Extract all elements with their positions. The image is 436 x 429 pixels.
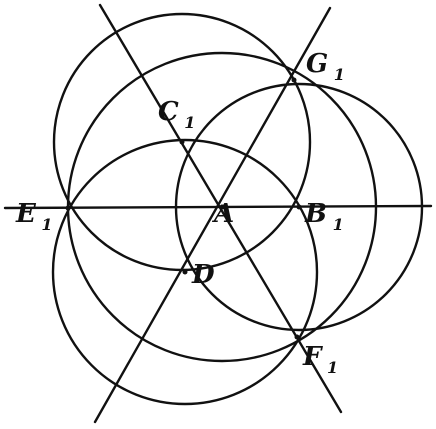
point-d-dot <box>182 269 188 275</box>
label-f1-letter: F <box>302 342 323 372</box>
intersection-points <box>65 77 302 340</box>
point-f1-dot <box>294 334 300 340</box>
label-e1-subscript: 1 <box>41 215 52 234</box>
label-f1: F 1 <box>302 342 338 377</box>
label-g1-subscript: 1 <box>334 65 345 84</box>
label-c1-letter: C <box>158 97 179 127</box>
point-labels: A B 1 C 1 D E 1 F 1 G 1 <box>15 49 345 377</box>
label-a: A <box>211 199 234 229</box>
label-b1-subscript: 1 <box>333 215 344 234</box>
point-c1-dot <box>179 139 185 145</box>
label-d-letter: D <box>191 260 215 290</box>
label-f1-subscript: 1 <box>327 358 338 377</box>
label-c1-subscript: 1 <box>184 113 195 132</box>
label-a-letter: A <box>211 199 234 229</box>
label-g1: G 1 <box>306 49 345 84</box>
label-b1-letter: B <box>304 199 327 229</box>
label-b1: B 1 <box>304 199 344 234</box>
point-g1-dot <box>291 77 297 83</box>
label-c1: C 1 <box>158 97 195 132</box>
circle-center-d <box>51 138 319 406</box>
label-d: D <box>191 260 215 290</box>
label-e1-letter: E <box>15 199 37 229</box>
label-e1: E 1 <box>15 199 53 234</box>
label-g1-letter: G <box>306 49 328 79</box>
point-a-dot <box>219 204 225 210</box>
line-d-g1 <box>93 6 332 424</box>
point-e1-dot <box>65 205 71 211</box>
circles <box>51 12 424 406</box>
point-b1-dot <box>296 204 302 210</box>
